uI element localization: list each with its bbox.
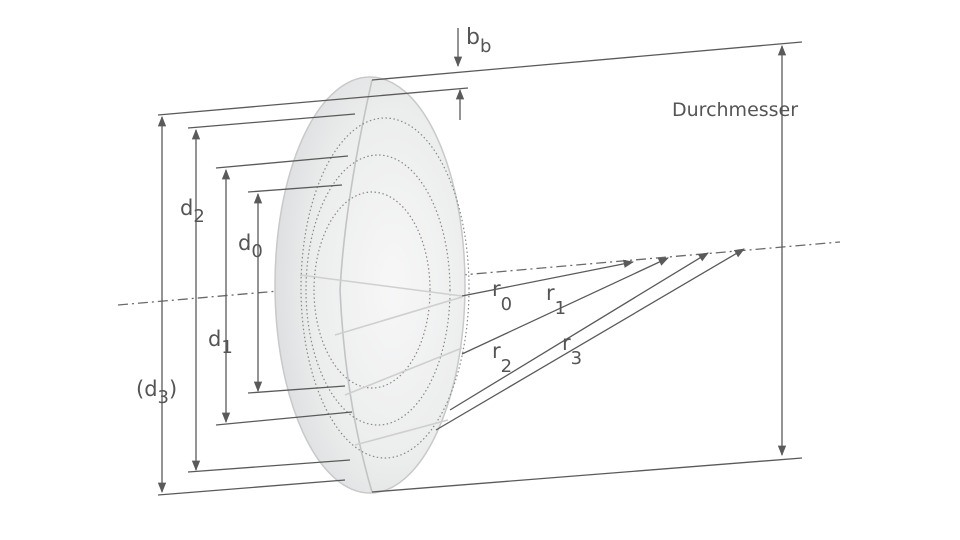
ext-top-d3	[157, 87, 469, 116]
zone-ring-1	[305, 154, 451, 426]
label-r1-sub: 1	[555, 298, 566, 319]
label-r0-main: r	[492, 277, 501, 301]
lens-outline	[274, 76, 466, 494]
zone-ring-0	[313, 191, 431, 389]
ext-bottom-d0	[247, 385, 346, 394]
ext-bottom-d2	[187, 459, 351, 473]
label-r1: r1	[546, 281, 566, 319]
ray-1	[334, 296, 463, 336]
label-d1: d1	[208, 327, 233, 358]
label-r3: r3	[562, 331, 582, 369]
labels: bb Durchmesser d2 d0 d1 (d3) r0 r1 r2 r3	[136, 25, 798, 408]
label-durchmesser: Durchmesser	[672, 99, 798, 121]
radius-r2-line	[449, 252, 709, 411]
label-r2-sub: 2	[501, 356, 512, 377]
ray-3	[354, 419, 449, 446]
zone-ring-2	[300, 117, 470, 459]
label-r2: r2	[492, 339, 512, 377]
label-r3-sub: 3	[571, 348, 582, 369]
ext-bottom-durchmesser	[371, 457, 803, 493]
label-d2-sub: 2	[193, 206, 204, 227]
label-r2-main: r	[492, 339, 501, 363]
radius-r3-line	[435, 248, 745, 431]
label-bb-main: b	[466, 25, 480, 50]
radius-lines	[435, 248, 745, 431]
label-r3-main: r	[562, 331, 571, 355]
label-d3-main: d	[144, 377, 157, 401]
label-d0-main: d	[238, 231, 251, 255]
ext-bottom-d1	[215, 411, 353, 426]
label-r1-main: r	[546, 281, 555, 305]
dimension-lines	[157, 28, 787, 494]
ray-0	[299, 274, 463, 297]
label-d3-sub: 3	[158, 387, 169, 408]
label-d0-sub: 0	[251, 241, 262, 262]
label-d3-open: (	[136, 377, 144, 401]
label-d3-close: )	[169, 377, 177, 401]
optical-axis	[117, 241, 841, 306]
ext-top-d0	[247, 184, 343, 193]
label-d1-sub: 1	[221, 337, 232, 358]
lens-body	[274, 76, 470, 494]
label-r0-sub: 0	[501, 294, 512, 315]
label-d2: d2	[180, 196, 205, 227]
ext-bottom-d3	[157, 479, 346, 496]
radius-r1-line	[461, 257, 669, 355]
label-d2-main: d	[180, 196, 193, 220]
label-d3: (d3)	[136, 377, 177, 408]
label-d1-main: d	[208, 327, 221, 351]
radius-r0-line	[461, 259, 635, 297]
lens-edge-curve	[339, 79, 373, 493]
ext-top-durchmesser	[371, 41, 803, 81]
ray-2	[344, 347, 463, 396]
extension-lines	[157, 41, 803, 496]
label-bb-sub: b	[480, 36, 491, 57]
ext-top-d1	[215, 155, 349, 169]
label-r0: r0	[492, 277, 512, 315]
label-bb: bb	[466, 25, 491, 57]
ext-top-d2	[187, 113, 356, 129]
label-d0: d0	[238, 231, 263, 262]
